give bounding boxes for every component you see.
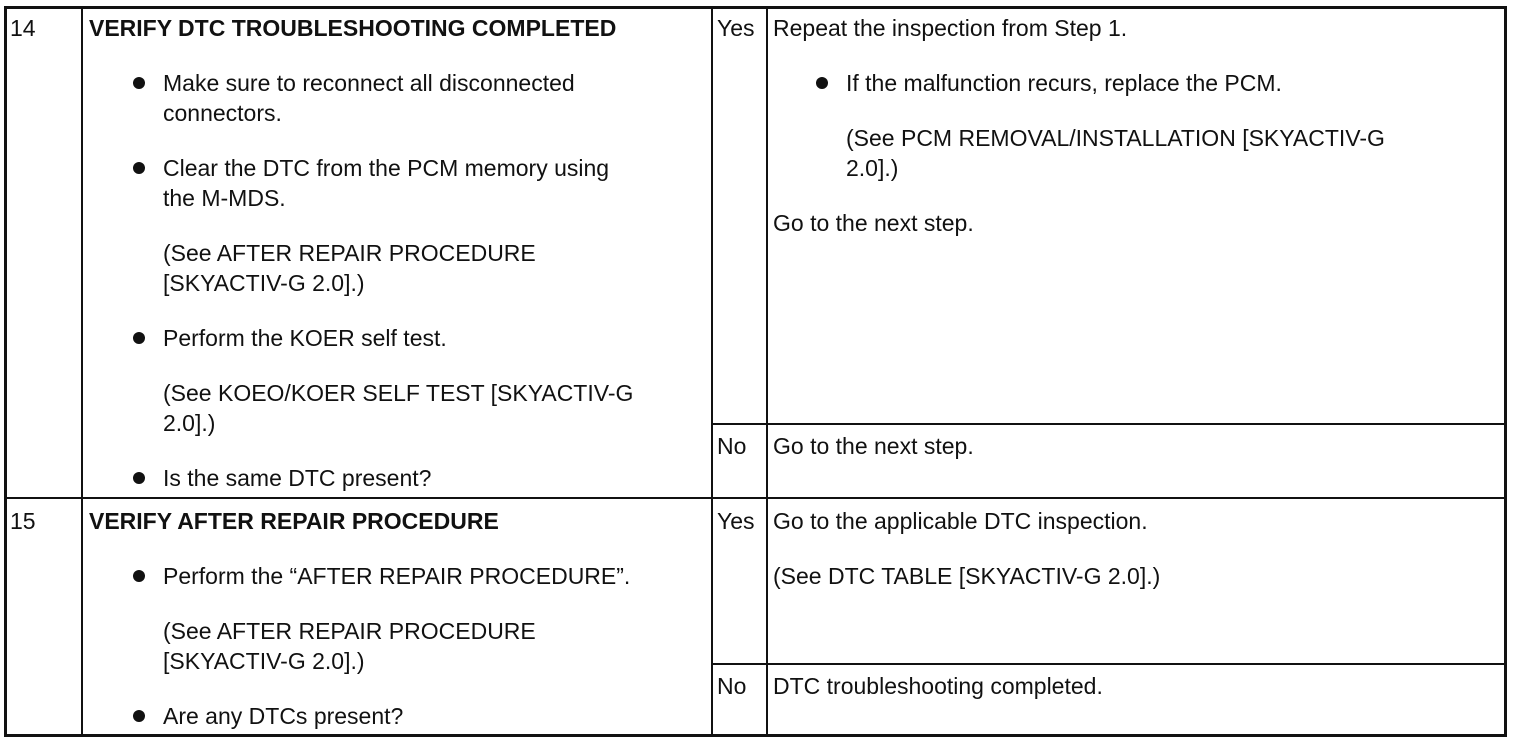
step-number: 15 [10,508,36,534]
reference-line: [SKYACTIV-G 2.0].) [163,648,365,674]
instruction-line: Make sure to reconnect all disconnected [163,70,575,96]
instruction-line: Perform the “AFTER REPAIR PROCEDURE”. [163,563,631,589]
result-line: Go to the next step. [773,433,974,459]
result-line: Go to the applicable DTC inspection. [773,508,1148,534]
column-divider-step [81,7,83,736]
reference-line: 2.0].) [163,410,216,436]
bullet-icon [133,332,145,344]
bullet-icon [133,710,145,722]
instruction-line: Clear the DTC from the PCM memory using [163,155,610,181]
step-number: 14 [10,15,36,41]
instruction-line: the M-MDS. [163,185,286,211]
reference-line: 2.0].) [846,155,899,181]
yes-label: Yes [717,15,755,41]
result-line: DTC troubleshooting completed. [773,673,1103,699]
bullet-icon [133,162,145,174]
question-line: Is the same DTC present? [163,465,432,491]
bullet-icon [816,77,828,89]
step-title: VERIFY DTC TROUBLESHOOTING COMPLETED [89,15,617,41]
result-divider-15 [711,663,1506,665]
question-line: Are any DTCs present? [163,703,404,729]
instruction-line: Perform the KOER self test. [163,325,447,351]
column-divider-action [711,7,713,736]
result-line: If the malfunction recurs, replace the P… [846,70,1282,96]
result-divider-14 [711,423,1506,425]
bullet-icon [133,472,145,484]
reference-line: (See AFTER REPAIR PROCEDURE [163,618,536,644]
yes-label: Yes [717,508,755,534]
step-title: VERIFY AFTER REPAIR PROCEDURE [89,508,499,534]
reference-line: (See KOEO/KOER SELF TEST [SKYACTIV-G [163,380,634,406]
no-label: No [717,433,747,459]
reference-line: [SKYACTIV-G 2.0].) [163,270,365,296]
result-line: Go to the next step. [773,210,974,236]
troubleshooting-table [4,6,1507,737]
result-line: Repeat the inspection from Step 1. [773,15,1128,41]
reference-line: (See PCM REMOVAL/INSTALLATION [SKYACTIV-… [846,125,1385,151]
no-label: No [717,673,747,699]
row-divider-14-15 [5,497,1506,499]
bullet-icon [133,570,145,582]
reference-line: (See DTC TABLE [SKYACTIV-G 2.0].) [773,563,1161,589]
column-divider-result [766,7,768,736]
reference-line: (See AFTER REPAIR PROCEDURE [163,240,536,266]
instruction-line: connectors. [163,100,282,126]
bullet-icon [133,77,145,89]
